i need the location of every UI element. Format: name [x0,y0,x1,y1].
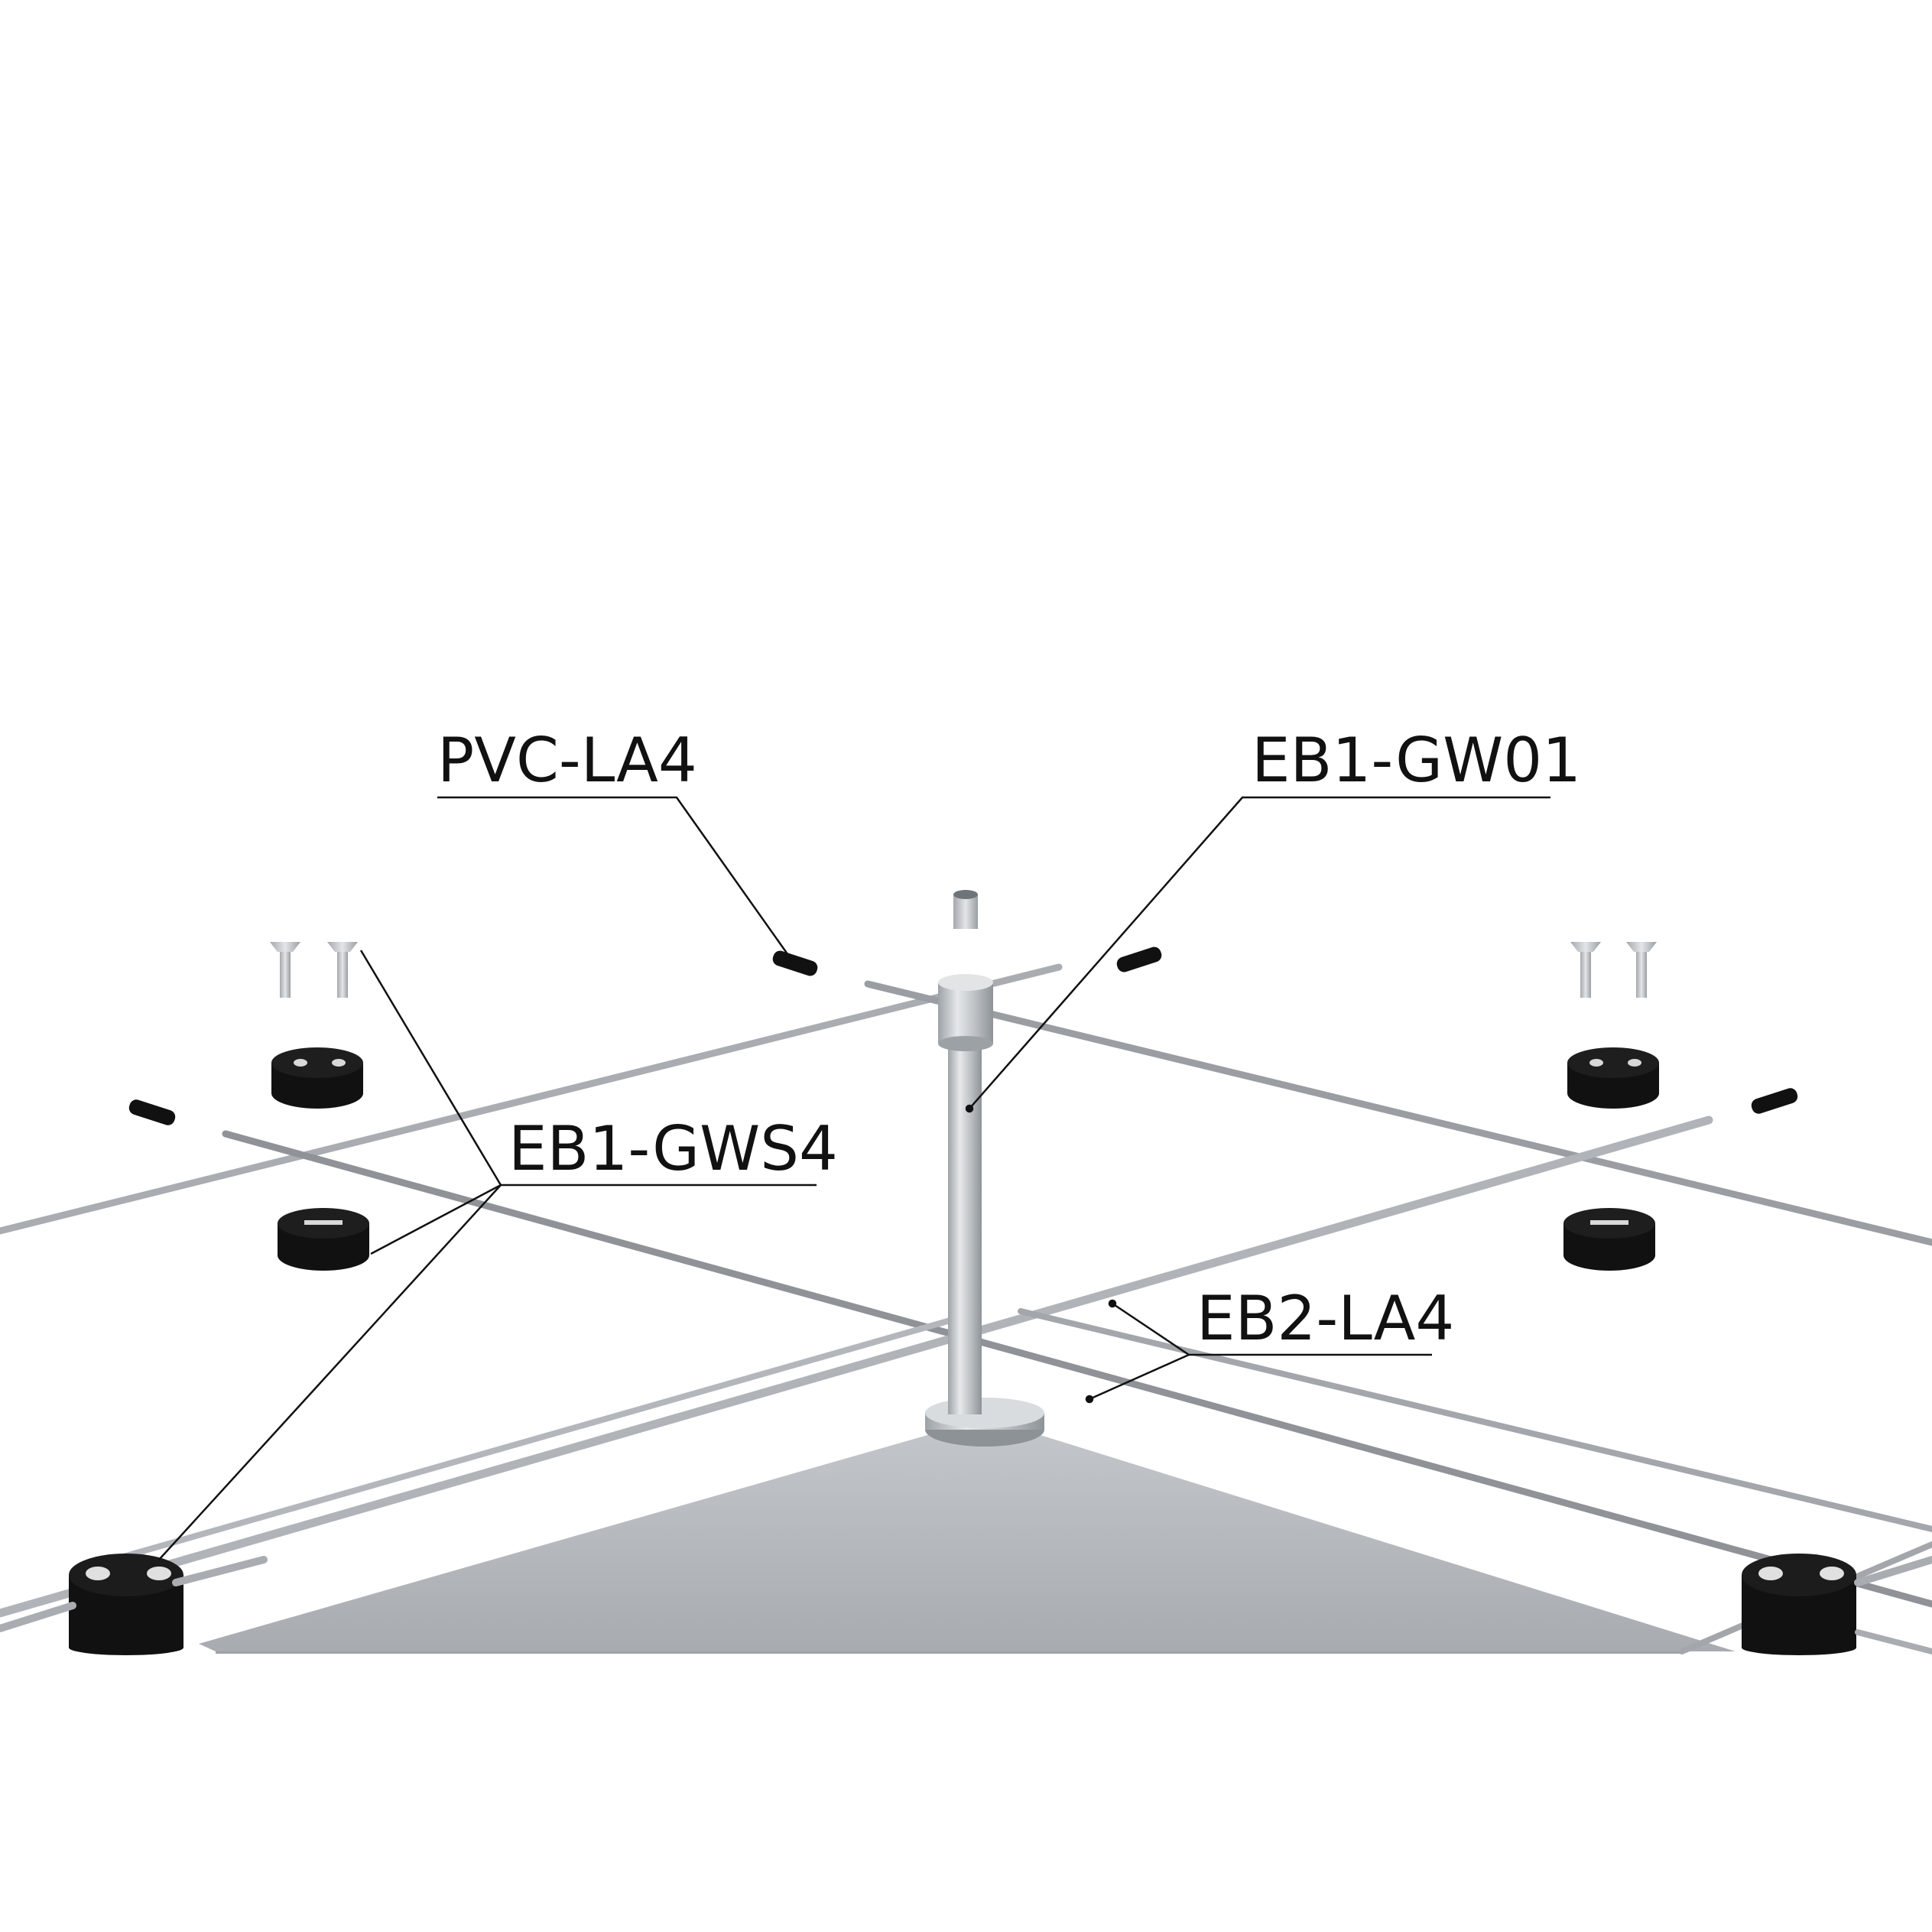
steel-cable [864,980,1932,1246]
steel-cable-group-front [0,1556,1932,1654]
screw-head-icon [147,1567,171,1580]
cable-clamp-base [1742,1640,1856,1655]
steel-cable [1018,1308,1932,1532]
cable-clamp-bottom-half-base [278,1240,369,1271]
steel-cable [1855,1629,1932,1654]
cable-clamp-bottom [938,1036,993,1051]
countersunk-screw [327,942,358,952]
end-cap [1751,1088,1798,1114]
countersunk-screw-shank [280,952,291,998]
cable-clamp-top-half-face [271,1047,363,1078]
end-cap [128,1099,176,1125]
callout-label-eb1-gws4: EB1-GWS4 [508,1113,838,1184]
leader-dot [791,960,800,969]
hole-icon [294,1059,307,1067]
steel-cable [0,963,1063,1235]
leader-line-gws4-corner [158,1184,502,1560]
countersunk-screw [1570,942,1601,952]
countersunk-screw-shank [337,952,348,998]
countersunk-screw-shank [1636,952,1647,998]
end-cap [1116,947,1162,972]
cable-clamp-top [938,974,993,991]
countersunk-screw [270,942,300,952]
steel-cable [172,1556,268,1586]
steel-cable [0,1602,76,1632]
post-base-top [925,1398,1044,1428]
cable-clamp-top-half-bottom [1567,1078,1659,1109]
leader-line-gw01 [969,796,1550,1109]
steel-cable [222,1130,1932,1608]
panel-edge [216,1651,1682,1654]
cable-clamp-face [69,1554,183,1596]
leader-dot [965,1104,974,1113]
cable-clamp-face [1742,1554,1856,1596]
callout-label-pvc-la4: PVC-LA4 [437,725,697,796]
steel-cable [1854,1556,1932,1586]
cable-clamp-top-half-bottom [271,1078,363,1109]
center-post [925,890,1044,1447]
corner-clamp-left [69,1554,183,1655]
post-shaft [948,1024,982,1414]
hole-icon [1589,1059,1603,1067]
cable-clamp-bottom-half-base [1563,1240,1655,1271]
grub-screw-top [953,890,978,899]
screw-head-icon [1758,1567,1783,1580]
steel-cable [0,1115,1713,1618]
screw-head-icon [1820,1567,1844,1580]
leader-line-la4-2 [1089,1353,1190,1401]
cable-clamp-body [938,982,993,1044]
countersunk-screw-right-pair [1570,942,1657,998]
screw-head-icon [86,1567,110,1580]
cable-slot-icon [304,1220,343,1225]
leader-line-gws4-screw [359,950,502,1186]
hole-icon [332,1059,346,1067]
cable-clamp-base [69,1640,183,1655]
callout-label-eb1-gw01: EB1-GW01 [1252,725,1581,796]
panel [199,1418,1736,1651]
countersunk-screw [1626,942,1657,952]
corner-clamp-right [1742,1554,1856,1655]
countersunk-screw-shank [1580,952,1591,998]
hole-icon [1628,1059,1641,1067]
leader-line-pvc [437,796,797,966]
callout-label-eb2-la4: EB2-LA4 [1197,1283,1454,1354]
leader-dot [1085,1395,1094,1404]
leader-dot [1108,1299,1117,1308]
leader-lines [158,796,1550,1560]
grub-screw [953,895,978,929]
steel-cable-group-far [0,963,1932,1654]
cable-slot-icon [1590,1220,1628,1225]
countersunk-screw-left-pair [270,942,358,998]
cable-clamp-top-half-face [1567,1047,1659,1078]
steel-cable [96,1316,959,1567]
cable-clamp-parts [271,1047,1659,1271]
